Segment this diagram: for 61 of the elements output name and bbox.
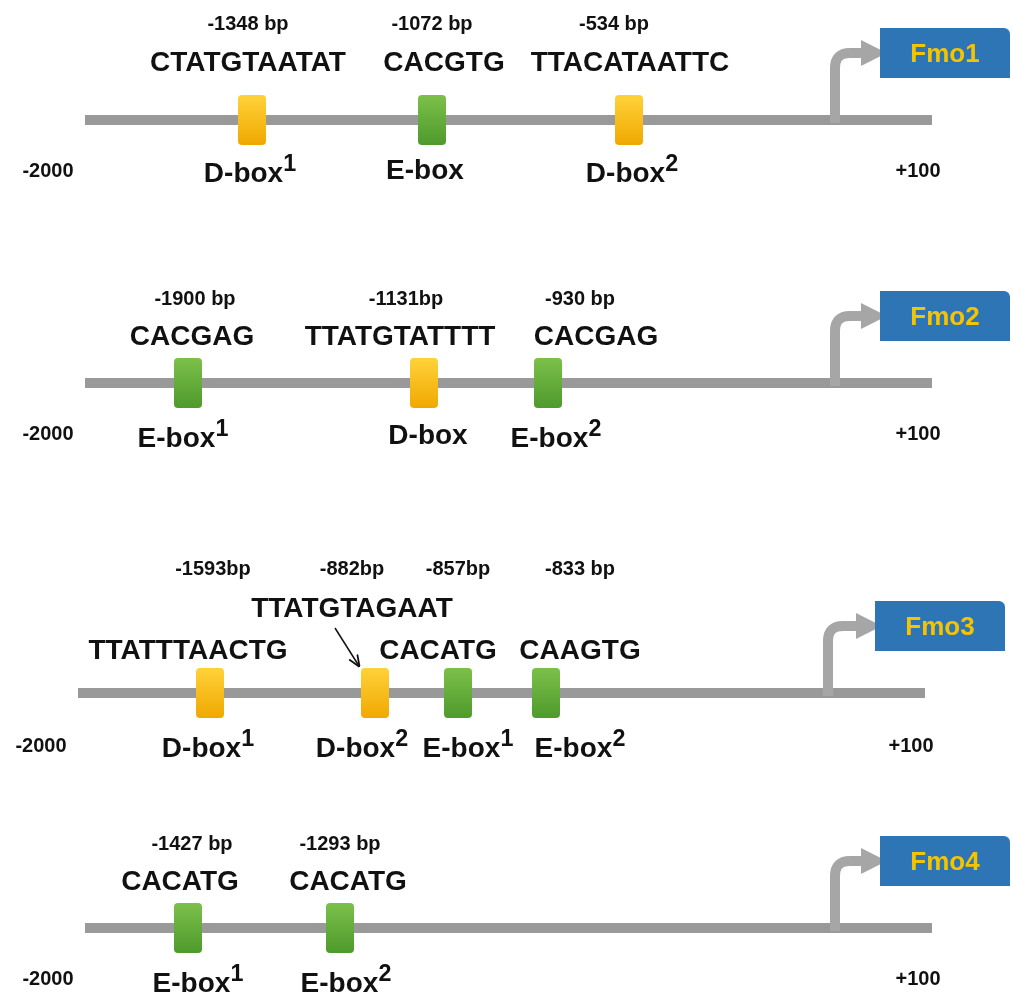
motif-label: D-box$^{1}$ [161,726,255,764]
motif-label: D-box$^{1}$ [203,151,297,189]
sequence-label: CACATG [289,865,407,897]
sequence-label: TTACATAATTC [530,46,730,78]
binding-site-marker [444,668,472,718]
motif-label: E-box$^{1}$ [137,416,229,454]
binding-site-marker [361,668,389,718]
gene-label: Fmo1 [880,28,1010,78]
binding-site-marker [196,668,224,718]
sequence-label: CTATGTAATAT [150,46,346,78]
position-label: -534 bp [579,12,649,34]
binding-site-marker [418,95,446,145]
binding-site-marker [534,358,562,408]
gene-label: Fmo4 [880,836,1010,886]
gene-label: Fmo2 [880,291,1010,341]
motif-label: E-box$^{2}$ [534,726,626,764]
position-label: -1427 bp [151,832,233,854]
sequence-label: CACATG [379,634,497,666]
sequence-label: CACGTG [383,46,505,78]
motif-label: E-box$^{2}$ [510,416,602,454]
position-label: -857bp [425,557,491,579]
binding-site-marker [174,903,202,953]
leader-arrow [334,627,361,668]
binding-site-marker [174,358,202,408]
coordinate-label: +100 [888,734,934,756]
coordinate-label: -2000 [22,422,74,444]
motif-label: E-box$^{1}$ [422,726,514,764]
binding-site-marker [410,358,438,408]
position-label: -1593bp [175,557,251,579]
position-label: -930 bp [545,287,615,309]
position-label: -1072 bp [391,12,473,34]
binding-site-marker [532,668,560,718]
motif-label: D-box$^{2}$ [585,151,679,189]
binding-site-marker [238,95,266,145]
coordinate-label: +100 [895,967,941,989]
sequence-label: TTATGTAGAAT [251,592,453,624]
position-label: -882bp [319,557,385,579]
sequence-label: TTATTTAACTG [88,634,288,666]
binding-site-marker [615,95,643,145]
coordinate-label: +100 [895,159,941,181]
motif-label: E-box$^{1}$ [152,961,244,999]
position-label: -1131bp [368,287,444,309]
coordinate-label: +100 [895,422,941,444]
coordinate-label: -2000 [22,159,74,181]
sequence-label: CAAGTG [519,634,641,666]
motif-label: D-box$^{2}$ [315,726,409,764]
position-label: -1900 bp [154,287,236,309]
gene-label: Fmo3 [875,601,1005,651]
motif-label: D-box [388,419,468,451]
position-label: -1348 bp [207,12,289,34]
motif-label: E-box [386,154,464,186]
sequence-label: CACGAG [129,320,255,352]
position-label: -833 bp [545,557,615,579]
position-label: -1293 bp [299,832,381,854]
sequence-label: TTATGTATTTT [304,320,496,352]
motif-label: E-box$^{2}$ [300,961,392,999]
binding-site-marker [326,903,354,953]
sequence-label: CACATG [121,865,239,897]
coordinate-label: -2000 [15,734,67,756]
sequence-label: CACGAG [533,320,659,352]
coordinate-label: -2000 [22,967,74,989]
